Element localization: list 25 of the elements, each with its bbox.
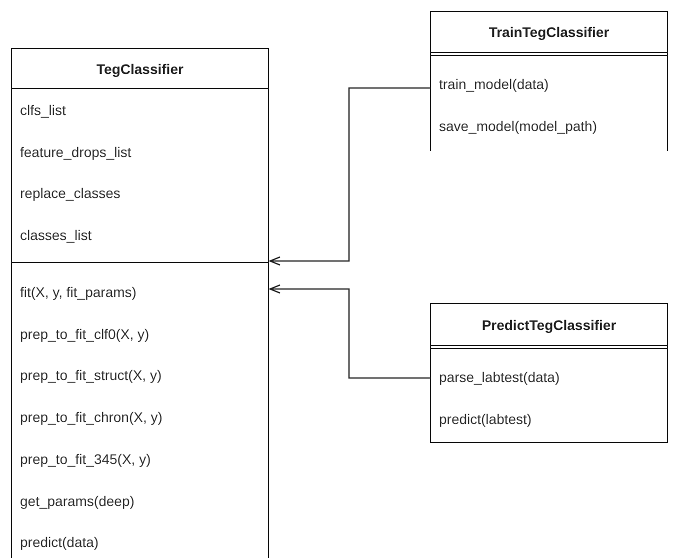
arrow [269,284,431,379]
method-text: parse_labtest(data) [439,368,560,386]
arrow [269,87,431,266]
method-text: prep_to_fit_struct(X, y) [20,366,162,384]
method-text: get_params(deep) [20,492,134,510]
class-box [430,303,668,443]
method-text: prep_to_fit_345(X, y) [20,450,151,468]
class-name: TrainTegClassifier [488,23,610,42]
method-text: prep_to_fit_clf0(X, y) [20,324,150,343]
attribute-text: feature_drops_list [20,142,132,161]
class-name: TegClassifier [96,60,184,79]
method-compartment [12,262,268,558]
attribute-text: classes_list [20,226,92,244]
method-text: train_model(data) [439,75,549,93]
class-box [11,48,269,558]
method-text: predict(labtest) [439,410,532,428]
method-compartment [431,52,667,151]
attribute-text: replace_classes [20,184,120,202]
class-name: PredictTegClassifier [480,316,618,335]
attribute-text: clfs_list [20,101,66,119]
method-text: fit(X, y, fit_params) [20,283,136,301]
method-text: save_model(model_path) [439,116,597,135]
method-text: predict(data) [20,533,99,552]
class-box [430,11,668,151]
method-text: prep_to_fit_chron(X, y) [20,408,162,426]
